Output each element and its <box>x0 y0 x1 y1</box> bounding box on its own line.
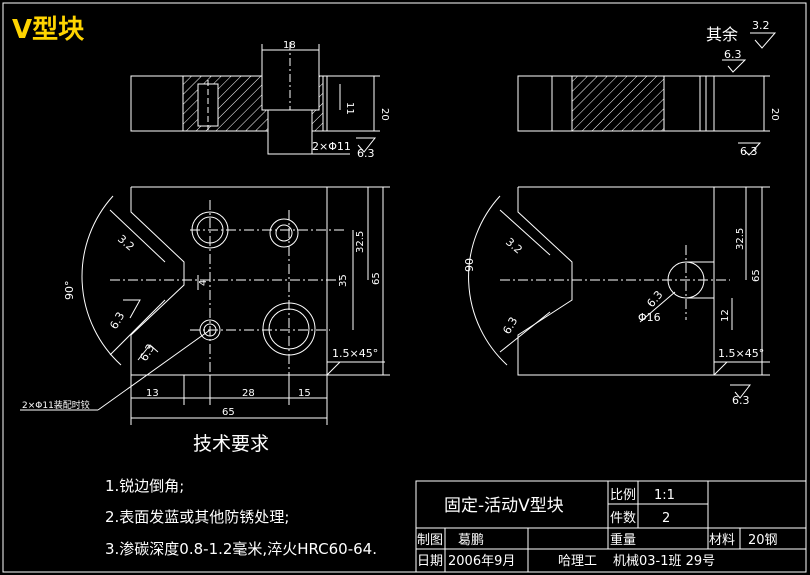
svg-text:3.2: 3.2 <box>752 19 770 32</box>
svg-text:哈理工: 哈理工 <box>558 554 597 569</box>
svg-text:90°: 90° <box>63 281 76 301</box>
drawing-title: V型块 <box>12 15 84 45</box>
tech-item-1: 1.锐边倒角; <box>105 477 184 495</box>
svg-text:2: 2 <box>662 511 670 526</box>
svg-text:1.5×45°: 1.5×45° <box>332 347 378 360</box>
svg-text:35: 35 <box>338 274 349 287</box>
svg-text:重量: 重量 <box>610 532 636 548</box>
svg-text:4: 4 <box>198 280 209 286</box>
svg-text:6.3: 6.3 <box>107 310 127 332</box>
svg-text:机械03-1班 29号: 机械03-1班 29号 <box>613 554 715 569</box>
svg-text:2×Φ11装配时铰: 2×Φ11装配时铰 <box>22 399 90 411</box>
svg-text:20: 20 <box>379 108 390 121</box>
svg-text:90: 90 <box>463 258 476 272</box>
svg-text:1:1: 1:1 <box>654 488 675 503</box>
svg-text:比例: 比例 <box>610 488 636 503</box>
roughness-note: 其余 3.2 <box>706 19 777 49</box>
svg-text:32.5: 32.5 <box>355 231 366 253</box>
svg-text:Φ16: Φ16 <box>638 311 661 324</box>
svg-text:1.5×45°: 1.5×45° <box>718 347 764 360</box>
svg-text:3.2: 3.2 <box>115 232 137 253</box>
svg-text:32.5: 32.5 <box>735 228 746 250</box>
svg-text:葛鹏: 葛鹏 <box>458 533 484 548</box>
svg-text:6.3: 6.3 <box>740 145 758 158</box>
svg-text:日期: 日期 <box>417 554 443 569</box>
front-view-right <box>468 186 770 399</box>
svg-text:6.3: 6.3 <box>644 288 665 310</box>
svg-text:材料: 材料 <box>709 533 735 548</box>
svg-text:2006年9月: 2006年9月 <box>448 554 515 569</box>
svg-text:6.3: 6.3 <box>357 147 375 160</box>
svg-text:制图: 制图 <box>417 533 443 548</box>
svg-text:11: 11 <box>344 102 355 115</box>
svg-text:6.3: 6.3 <box>500 315 520 337</box>
svg-text:65: 65 <box>371 272 382 285</box>
top-view-left <box>130 42 380 155</box>
svg-text:6.3: 6.3 <box>732 394 750 407</box>
top-view-right <box>517 59 770 156</box>
svg-text:13: 13 <box>146 388 159 399</box>
svg-text:3.2: 3.2 <box>503 235 525 256</box>
svg-text:其余: 其余 <box>706 25 738 44</box>
svg-text:件数: 件数 <box>610 511 636 526</box>
svg-text:15: 15 <box>298 388 311 399</box>
svg-text:12: 12 <box>720 309 731 322</box>
svg-text:65: 65 <box>222 407 235 418</box>
front-view-left <box>20 186 390 425</box>
title-block <box>415 480 807 573</box>
svg-text:20钢: 20钢 <box>748 533 778 548</box>
svg-text:6.3: 6.3 <box>724 48 742 61</box>
svg-text:28: 28 <box>242 388 255 399</box>
part-name: 固定-活动V型块 <box>444 496 564 516</box>
svg-text:2×Φ11: 2×Φ11 <box>312 140 351 153</box>
tech-requirements: 技术要求 1.锐边倒角; 2.表面发蓝或其他防锈处理; 3.渗碳深度0.8-1.… <box>105 433 377 558</box>
svg-text:6.3: 6.3 <box>137 342 157 364</box>
svg-text:20: 20 <box>769 108 780 121</box>
tech-item-3: 3.渗碳深度0.8-1.2毫米,淬火HRC60-64. <box>105 540 377 558</box>
tech-item-2: 2.表面发蓝或其他防锈处理; <box>105 508 289 526</box>
tech-heading: 技术要求 <box>193 433 269 455</box>
svg-text:65: 65 <box>751 269 762 282</box>
svg-text:18: 18 <box>283 40 296 51</box>
